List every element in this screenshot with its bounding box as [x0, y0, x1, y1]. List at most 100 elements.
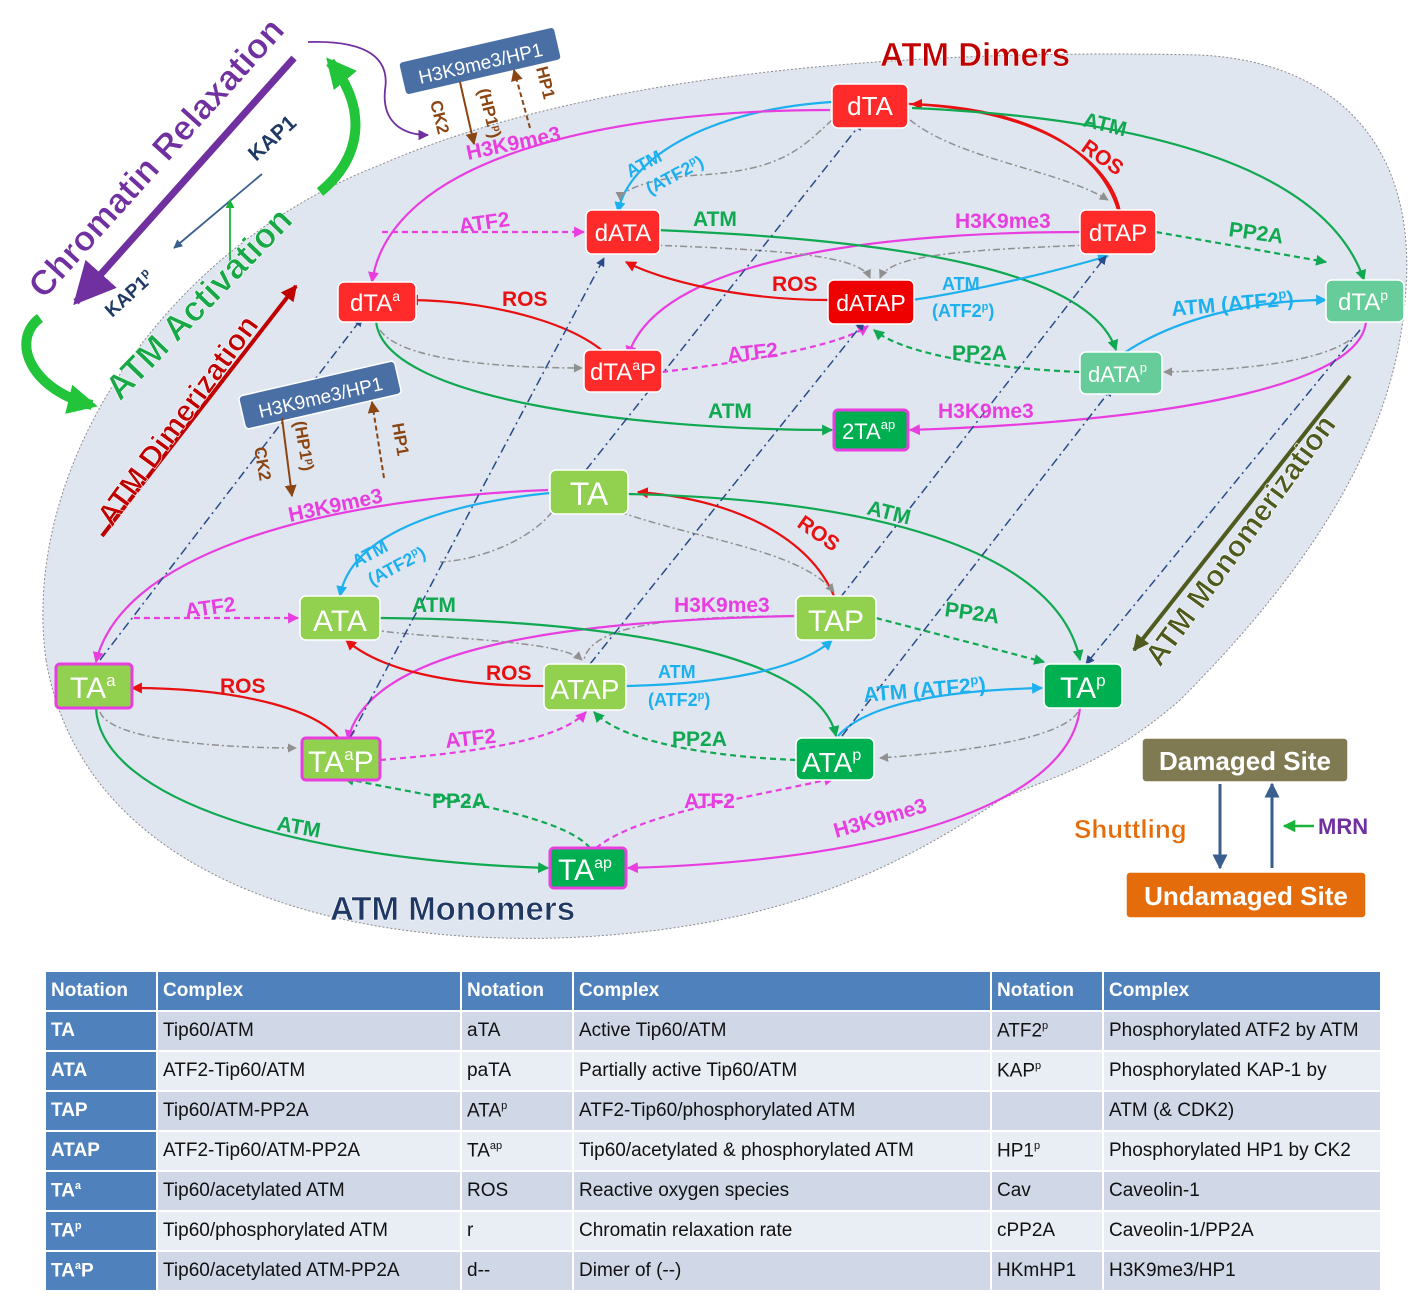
node-dTA: dTA: [831, 83, 909, 129]
complex-cell: Dimer of (--): [572, 1250, 992, 1292]
svg-text:PP2A: PP2A: [672, 728, 727, 751]
notation-cell: TAaP: [44, 1250, 158, 1292]
complex-cell: ATF2-Tip60/ATM-PP2A: [156, 1130, 462, 1172]
complex-cell: Tip60/ATM-PP2A: [156, 1090, 462, 1132]
node-dTAaP: dTAaP: [583, 349, 663, 393]
complex-cell: Tip60/acetylated & phosphorylated ATM: [572, 1130, 992, 1172]
notation-cell: cPP2A: [990, 1210, 1104, 1252]
notation-cell: ROS: [460, 1170, 574, 1212]
complex-cell: Tip60/acetylated ATM: [156, 1170, 462, 1212]
complex-cell: ATF2-Tip60/ATM: [156, 1050, 462, 1092]
header-notation-3: Notation: [990, 970, 1104, 1012]
complex-cell: Phosphorylated KAP-1 by: [1102, 1050, 1382, 1092]
svg-text:ATAp: ATAp: [802, 747, 861, 778]
svg-text:ATM: ATM: [942, 274, 980, 294]
node-dTAp: dTAp: [1325, 279, 1405, 323]
notation-cell: TAp: [44, 1210, 158, 1252]
table-header-row: Notation Complex Notation Complex Notati…: [44, 970, 1382, 1012]
notation-cell: r: [460, 1210, 574, 1252]
header-complex-1: Complex: [156, 970, 462, 1012]
svg-text:ROS: ROS: [486, 662, 532, 685]
svg-text:CK2: CK2: [426, 98, 453, 136]
notation-cell: TAP: [44, 1090, 158, 1132]
notation-cell: TAa: [44, 1170, 158, 1212]
svg-text:dTAaP: dTAaP: [590, 357, 656, 386]
svg-text:ATA: ATA: [313, 605, 367, 638]
notation-cell: HP1p: [990, 1130, 1104, 1172]
svg-text:TAP: TAP: [808, 605, 864, 638]
node-TAap: TAap: [548, 846, 628, 890]
svg-text:(ATF2p): (ATF2p): [932, 301, 994, 321]
complex-cell: H3K9me3/HP1: [1102, 1250, 1382, 1292]
node-ATA: ATA: [299, 595, 381, 641]
site-legend: Damaged Site Undamaged Site Shuttling MR…: [1074, 737, 1368, 919]
monomer-nodes: TA ATA TAP TAa ATAP TAp TAaP ATAp TAap: [54, 469, 1123, 890]
notation-cell: paTA: [460, 1050, 574, 1092]
node-dATAP: dATAP: [827, 279, 915, 325]
svg-text:TAap: TAap: [558, 854, 612, 887]
notation-cell: d--: [460, 1250, 574, 1292]
svg-text:H3K9me3: H3K9me3: [674, 594, 770, 617]
dimer-edges: [368, 98, 1368, 436]
node-2TAap: 2TAap: [832, 408, 910, 452]
notation-cell: ATA: [44, 1050, 158, 1092]
shuttle-edges: [99, 121, 1361, 739]
notation-cell: Cav: [990, 1170, 1104, 1212]
dimers-title: ATM Dimers: [880, 36, 1070, 73]
undamaged-site-box: [1125, 871, 1367, 919]
node-TA: TA: [549, 469, 629, 515]
svg-text:dATAP: dATAP: [836, 290, 905, 316]
svg-text:Shuttling: Shuttling: [1074, 814, 1187, 844]
svg-text:ROS: ROS: [502, 288, 548, 311]
svg-text:KAP1p: KAP1p: [99, 265, 158, 322]
complex-cell: Phosphorylated HP1 by CK2: [1102, 1130, 1382, 1172]
complex-cell: Tip60/ATM: [156, 1010, 462, 1052]
notation-cell: HKmHP1: [990, 1250, 1104, 1292]
svg-text:TAp: TAp: [1060, 671, 1106, 705]
svg-text:ATM: ATM: [693, 208, 737, 231]
svg-text:dTAp: dTAp: [1338, 287, 1388, 316]
svg-text:TAaP: TAaP: [308, 745, 374, 779]
svg-text:(ATF2p): (ATF2p): [648, 690, 710, 710]
svg-text:PP2A: PP2A: [952, 342, 1007, 365]
notation-cell: ATAp: [460, 1090, 574, 1132]
svg-text:HP1: HP1: [532, 64, 558, 101]
notation-table: Notation Complex Notation Complex Notati…: [44, 970, 1382, 1292]
header-notation-1: Notation: [44, 970, 158, 1012]
svg-text:dATAp: dATAp: [1088, 360, 1147, 387]
svg-text:ATAP: ATAP: [551, 674, 620, 705]
notation-cell: ATF2p: [990, 1010, 1104, 1052]
complex-cell: Caveolin-1: [1102, 1170, 1382, 1212]
svg-text:Damaged Site: Damaged Site: [1159, 746, 1331, 776]
notation-cell: TA: [44, 1010, 158, 1052]
svg-text:2TAap: 2TAap: [842, 417, 895, 444]
complex-cell: Active Tip60/ATM: [572, 1010, 992, 1052]
node-dTAa: dTAa: [337, 281, 417, 323]
notation-cell: TAap: [460, 1130, 574, 1172]
svg-text:dTAP: dTAP: [1089, 220, 1147, 247]
monomers-title: ATM Monomers: [330, 890, 575, 927]
node-TAa: TAa: [54, 662, 134, 710]
complex-cell: Partially active Tip60/ATM: [572, 1050, 992, 1092]
atm-pathway-diagram: dTA dATA dTAP dTAa dATAP dTAp dTAaP dATA…: [21, 10, 1408, 939]
damaged-site-box: [1141, 737, 1349, 783]
node-dTAP: dTAP: [1079, 209, 1157, 255]
svg-text:ATM: ATM: [708, 400, 752, 423]
complex-cell: Caveolin-1/PP2A: [1102, 1210, 1382, 1252]
node-TAp: TAp: [1043, 663, 1123, 709]
svg-text:KAP1: KAP1: [244, 111, 301, 166]
complex-cell: ATM (& CDK2): [1102, 1090, 1382, 1132]
svg-text:ATF2: ATF2: [444, 725, 497, 753]
complex-cell: Tip60/phosphorylated ATM: [156, 1210, 462, 1252]
svg-text:TAa: TAa: [70, 671, 116, 705]
svg-text:MRN: MRN: [1318, 814, 1368, 839]
svg-text:H3K9me3: H3K9me3: [938, 400, 1034, 423]
svg-text:dTAa: dTAa: [350, 288, 400, 317]
dimer-nodes: dTA dATA dTAP dTAa dATAP dTAp dTAaP dATA…: [337, 83, 1405, 452]
